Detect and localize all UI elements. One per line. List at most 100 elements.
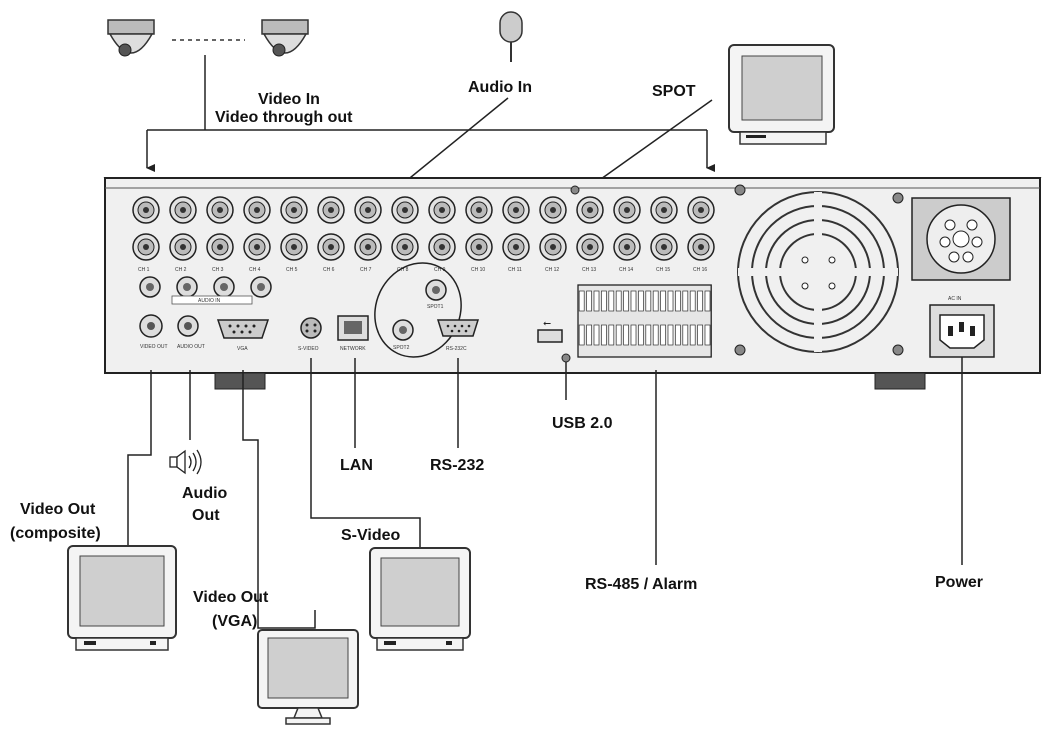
channel-label: CH 7 [360,267,372,273]
terminal-pin [682,290,689,312]
bnc-connector [650,233,678,261]
bnc-connector [169,196,197,224]
bnc-connector [613,233,641,261]
terminal-pin [578,290,585,312]
panel-label-vga: VGA [237,346,248,352]
panel-label-spot1: SPOT1 [427,304,444,310]
bnc-connector [539,233,567,261]
bnc-connector [391,233,419,261]
channel-label: CH 13 [582,267,596,273]
terminal-pin [601,290,607,312]
terminal-pin [601,324,607,346]
terminal-pin [704,324,711,346]
audio-in-connector [213,276,235,298]
rs232-port [436,319,480,337]
label-video-out-vga-line2: (VGA) [212,613,257,630]
terminal-pin [652,324,659,346]
dome-camera-icon [261,19,309,57]
terminal-pin [630,324,637,346]
terminal-pin [697,290,703,312]
terminal-pin [615,324,622,346]
speaker-icon [169,449,202,475]
terminal-pin [675,290,681,312]
label-usb: USB 2.0 [552,415,613,432]
label-rs485-alarm: RS-485 / Alarm [585,576,697,593]
panel-label-audio-in: AUDIO IN [198,298,221,304]
terminal-pin [630,290,637,312]
terminal-pin [638,324,644,346]
terminal-pin [593,290,600,312]
bnc-connector [132,196,160,224]
label-video-out-composite-line1: Video Out [20,501,96,518]
channel-label: CH 6 [323,267,335,273]
terminal-pin [638,290,644,312]
audio-in-connector [176,276,198,298]
bnc-connector [169,233,197,261]
label-audio-out-line2: Out [192,507,220,524]
label-video-out-vga-line1: Video Out [193,589,269,606]
channel-label: CH 15 [656,267,670,273]
terminal-pin [593,324,600,346]
spot2-connector [392,319,414,341]
bnc-connector [354,233,382,261]
terminal-pin [675,324,681,346]
terminal-pin [682,324,689,346]
bnc-connector [613,196,641,224]
label-video-in: Video In [258,91,320,108]
channel-label: CH 3 [212,267,224,273]
channel-label: CH 16 [693,267,707,273]
psu-fan-icon [911,197,1011,281]
monitor-icon [67,545,177,651]
svg-text:⭠: ⭠ [543,318,551,329]
bnc-connector [428,196,456,224]
audio-in-connector [139,276,161,298]
bnc-connector [317,196,345,224]
terminal-pin [652,290,659,312]
terminal-pin [608,324,615,346]
terminal-pin [608,290,615,312]
bnc-connector-grid [132,196,715,261]
bnc-connector [687,196,715,224]
vga-port [216,319,270,339]
panel-label-network: NETWORK [340,346,366,352]
fan-icon [737,191,899,353]
terminal-pin [645,324,652,346]
terminal-pin [645,290,652,312]
rs485-alarm-terminal-block [577,284,712,358]
usb-port: ⭠ [537,318,563,343]
panel-label-rs232c: RS-232C [446,346,467,352]
channel-label: CH 5 [286,267,298,273]
bnc-connector [206,196,234,224]
terminal-pin [586,290,592,312]
panel-label-spot2: SPOT2 [393,345,410,351]
bnc-connector [428,233,456,261]
channel-label: CH 8 [397,267,409,273]
bnc-connector [391,196,419,224]
ac-inlet [929,304,995,358]
label-s-video: S-Video [341,527,401,544]
channel-label: CH 9 [434,267,446,273]
terminal-pin [586,324,592,346]
terminal-pin [689,324,696,346]
terminal-pin [697,324,703,346]
audio-out-connector [177,315,199,337]
dome-camera-icon [107,19,155,57]
terminal-pin [667,324,674,346]
network-port [337,315,369,341]
label-audio-out-line1: Audio [182,485,228,502]
channel-label: CH 10 [471,267,485,273]
audio-in-connector [250,276,272,298]
terminal-pin [623,324,629,346]
bnc-connector [539,196,567,224]
bnc-connector [465,233,493,261]
monitor-icon [257,629,359,725]
bnc-connector [317,233,345,261]
terminal-pin [660,324,666,346]
label-lan: LAN [340,457,373,474]
channel-label: CH 14 [619,267,633,273]
panel-label-audio-out: AUDIO OUT [177,344,205,350]
microphone-icon [499,11,523,62]
